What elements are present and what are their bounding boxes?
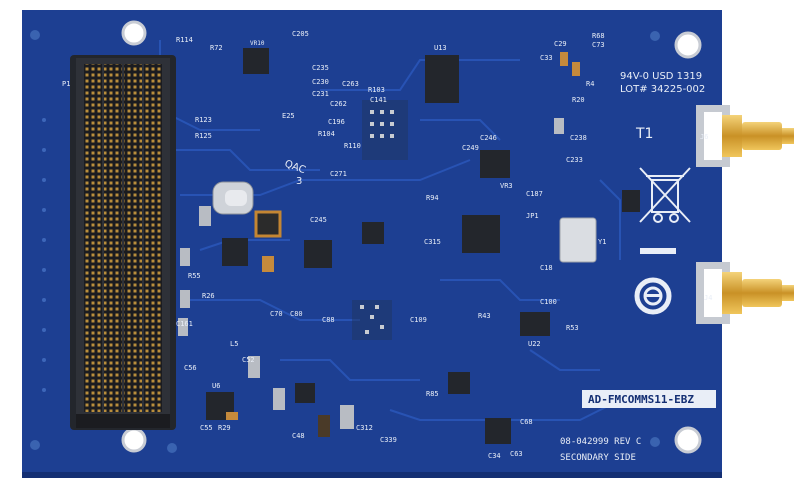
crystal-y1 — [559, 217, 597, 263]
label-c18: C18 — [540, 264, 553, 272]
label-c339: C339 — [380, 436, 397, 444]
label-r26: R26 — [202, 292, 215, 300]
label-y1: Y1 — [598, 238, 606, 246]
label-c249: C249 — [462, 144, 479, 152]
copper-traces — [159, 40, 621, 421]
ic-chips — [206, 48, 640, 444]
recycle-e-icon — [634, 277, 672, 315]
label-vr10: VR10 — [250, 40, 265, 47]
board-name-box — [582, 390, 716, 408]
label-c233: C233 — [566, 156, 583, 164]
label-c52: C52 — [242, 356, 255, 364]
label-u6: U6 — [212, 382, 220, 390]
label-c271: C271 — [330, 170, 347, 178]
t1-label: T1 — [635, 126, 653, 142]
inductor-core — [225, 190, 247, 206]
label-c238: C238 — [570, 134, 587, 142]
label-c315: C315 — [424, 238, 441, 246]
label-c100: C100 — [540, 298, 557, 306]
board-name-label: AD-FMCOMMS11-EBZ — [588, 393, 694, 406]
label-e25: E25 — [282, 112, 295, 120]
label-c245: C245 — [310, 216, 327, 224]
label-r29: R29 — [218, 424, 231, 432]
part-number-label: 08-042999 REV C — [560, 437, 641, 447]
lot-line: LOT# 34225-002 — [620, 84, 705, 95]
label-c246: C246 — [480, 134, 497, 142]
label-r103: R103 — [368, 86, 385, 94]
mounting-holes — [30, 20, 702, 454]
j6-label: J6 — [700, 133, 708, 141]
label-c205: C205 — [292, 30, 309, 38]
label-r4: R4 — [586, 80, 594, 88]
label-c68: C68 — [520, 418, 533, 426]
label-c263: C263 — [342, 80, 359, 88]
label-u22: U22 — [528, 340, 541, 348]
label-r110: R110 — [344, 142, 361, 150]
label-c187: C187 — [526, 190, 543, 198]
power-inductor — [254, 210, 282, 238]
label-r20: R20 — [572, 96, 585, 104]
label-l5: L5 — [230, 340, 238, 348]
sma-connector-j4 — [696, 262, 794, 324]
label-c231: C231 — [312, 90, 329, 98]
passive-components — [178, 52, 580, 437]
label-r53: R53 — [566, 324, 579, 332]
label-c70: C70 — [270, 310, 283, 318]
label-r72: R72 — [210, 44, 223, 52]
label-c196: C196 — [328, 118, 345, 126]
label-c33: C33 — [540, 54, 553, 62]
label-c88: C88 — [322, 316, 335, 324]
label-r114: R114 — [176, 36, 193, 44]
label-c161: C161 — [176, 320, 193, 328]
label-c73: C73 — [592, 41, 605, 49]
label-c29: C29 — [554, 40, 567, 48]
silkscreen-labels: R114 R72 C205 VR10 C235 C230 C231 C262 C… — [176, 30, 606, 460]
label-c48: C48 — [292, 432, 305, 440]
label-c109: C109 — [410, 316, 427, 324]
header-p1-label: P1 — [62, 80, 70, 88]
label-u13: U13 — [434, 44, 447, 52]
label-r123: R123 — [195, 116, 212, 124]
cert-line: 94V-0 USD 1319 — [620, 71, 702, 82]
label-c235: C235 — [312, 64, 329, 72]
qac-number: 3 — [296, 176, 302, 187]
label-c262: C262 — [330, 100, 347, 108]
weee-bin-icon — [639, 167, 691, 223]
label-c63: C63 — [510, 450, 523, 458]
label-r125: R125 — [195, 132, 212, 140]
label-r55: R55 — [188, 272, 201, 280]
label-vr3: VR3 — [500, 182, 513, 190]
side-label: SECONDARY SIDE — [560, 453, 636, 463]
separator-bar — [640, 248, 676, 254]
label-c34: C34 — [488, 452, 501, 460]
pcb-edge-shadow — [22, 472, 722, 478]
label-c55: C55 — [200, 424, 213, 432]
label-c141: C141 — [370, 96, 387, 104]
sma-connector-j6 — [696, 105, 794, 167]
edge-vias — [42, 118, 46, 392]
label-c230: C230 — [312, 78, 329, 86]
smd-pads — [360, 110, 394, 334]
label-r104: R104 — [318, 130, 335, 138]
label-r68: R68 — [592, 32, 605, 40]
label-c56: C56 — [184, 364, 197, 372]
label-jp1: JP1 — [526, 212, 539, 220]
label-c312: C312 — [356, 424, 373, 432]
label-r85: R85 — [426, 390, 439, 398]
label-r43: R43 — [478, 312, 491, 320]
fmc-connector-header: P1 — [62, 55, 176, 430]
label-c80: C80 — [290, 310, 303, 318]
label-r94: R94 — [426, 194, 439, 202]
j4-label: J4 — [704, 294, 712, 302]
